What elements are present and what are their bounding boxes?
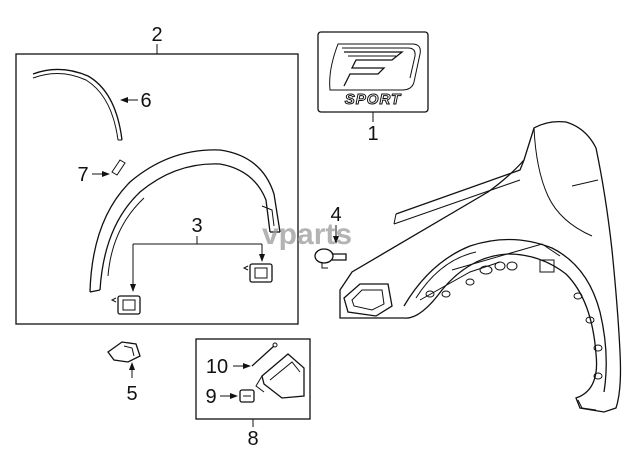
fender-screw-part: 4 <box>314 204 347 269</box>
molding-kit-box: 2 6 7 3 <box>15 24 299 325</box>
mudguard-part <box>255 353 305 399</box>
callout-1: 1 <box>367 123 378 145</box>
clip-icon <box>110 295 141 315</box>
screw-icon <box>314 248 347 269</box>
mudguard-screw-part: 9 <box>205 386 255 408</box>
callout-5: 5 <box>126 383 137 405</box>
emblem-sport-text: SPORT <box>345 91 402 108</box>
fender-holes <box>425 259 603 380</box>
f-logo-icon <box>329 43 421 91</box>
callout-4: 4 <box>330 204 341 226</box>
callout-leader-3 <box>132 236 263 288</box>
callout-7: 7 <box>77 164 88 186</box>
screw-icon <box>239 389 255 403</box>
callout-3: 3 <box>191 215 202 237</box>
mudguard-kit-box: 10 9 8 <box>195 338 311 450</box>
callout-9: 9 <box>205 386 216 408</box>
fender-panel <box>339 120 622 413</box>
retainer-part: 5 <box>107 341 141 405</box>
clip-part: 3 <box>110 215 273 315</box>
watermark-text: vparts <box>262 218 352 251</box>
weatherstrip-part: 6 <box>32 68 152 141</box>
callout-2: 2 <box>151 24 162 46</box>
clip-icon <box>242 263 273 283</box>
callout-6: 6 <box>140 90 151 112</box>
callout-10: 10 <box>206 356 228 378</box>
fender-molding-part <box>89 149 281 293</box>
emblem-part: SPORT 1 <box>317 31 429 145</box>
tape-part: 7 <box>77 159 126 186</box>
mudguard-pin-part: 10 <box>206 342 278 378</box>
callout-8: 8 <box>247 428 258 450</box>
